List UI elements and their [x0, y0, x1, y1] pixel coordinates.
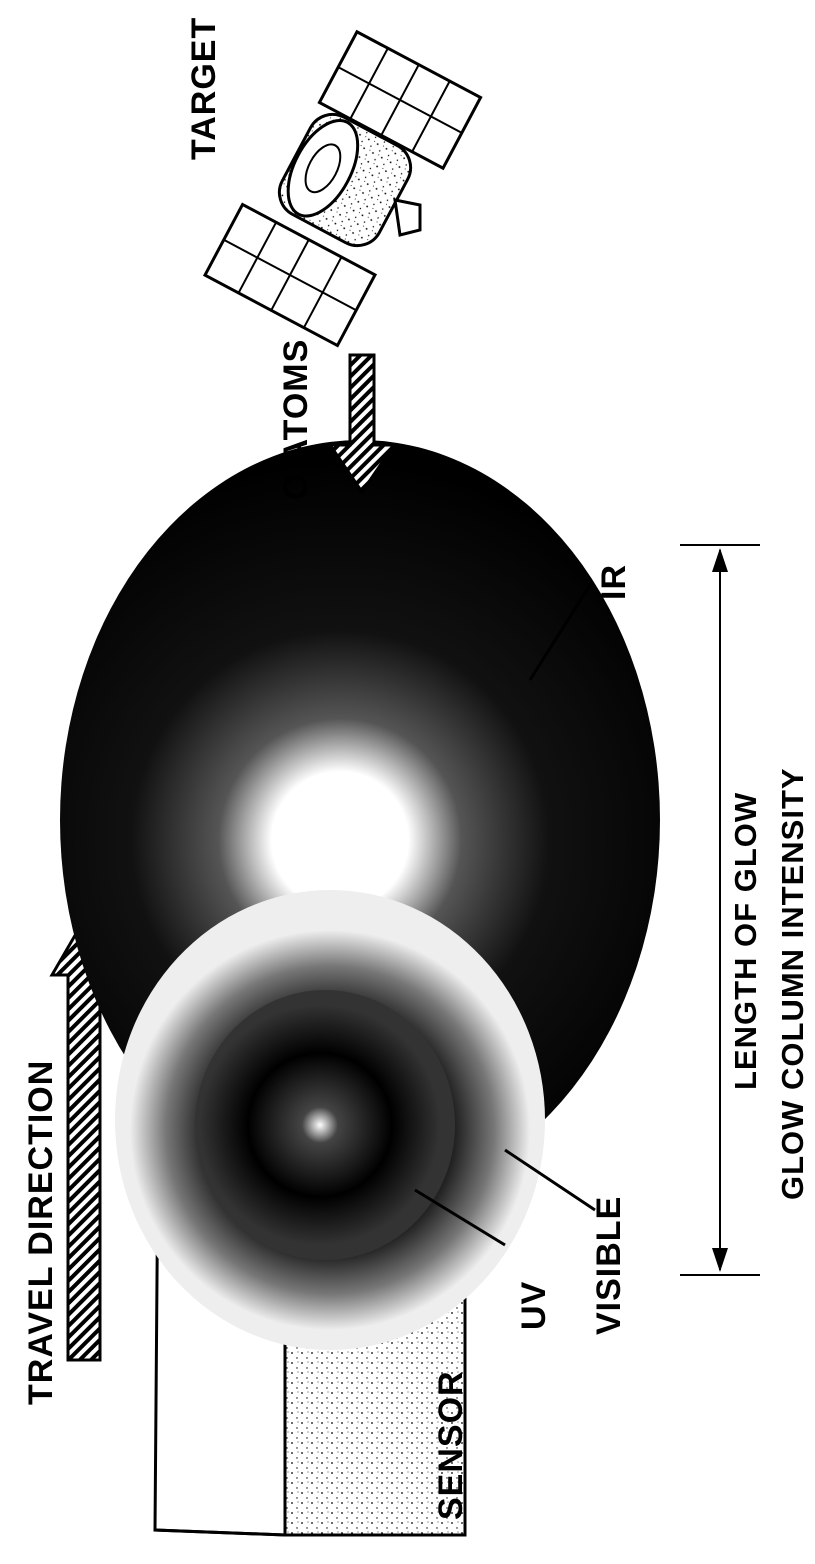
uv-label: UV [515, 1281, 554, 1330]
satellite-icon [205, 32, 481, 346]
uv-glow-region [195, 990, 455, 1260]
ir-label: IR [595, 564, 634, 600]
visible-label: VISIBLE [590, 1196, 629, 1335]
travel-direction-label: TRAVEL DIRECTION [22, 1060, 61, 1405]
glow-column-intensity-label: GLOW COLUMN INTENSITY [775, 767, 811, 1200]
sensor-label: SENSOR [432, 1370, 471, 1520]
length-of-glow-label: LENGTH OF GLOW [728, 792, 764, 1090]
target-label: TARGET [185, 17, 224, 160]
o-atoms-label: O ATOMS [277, 339, 316, 500]
